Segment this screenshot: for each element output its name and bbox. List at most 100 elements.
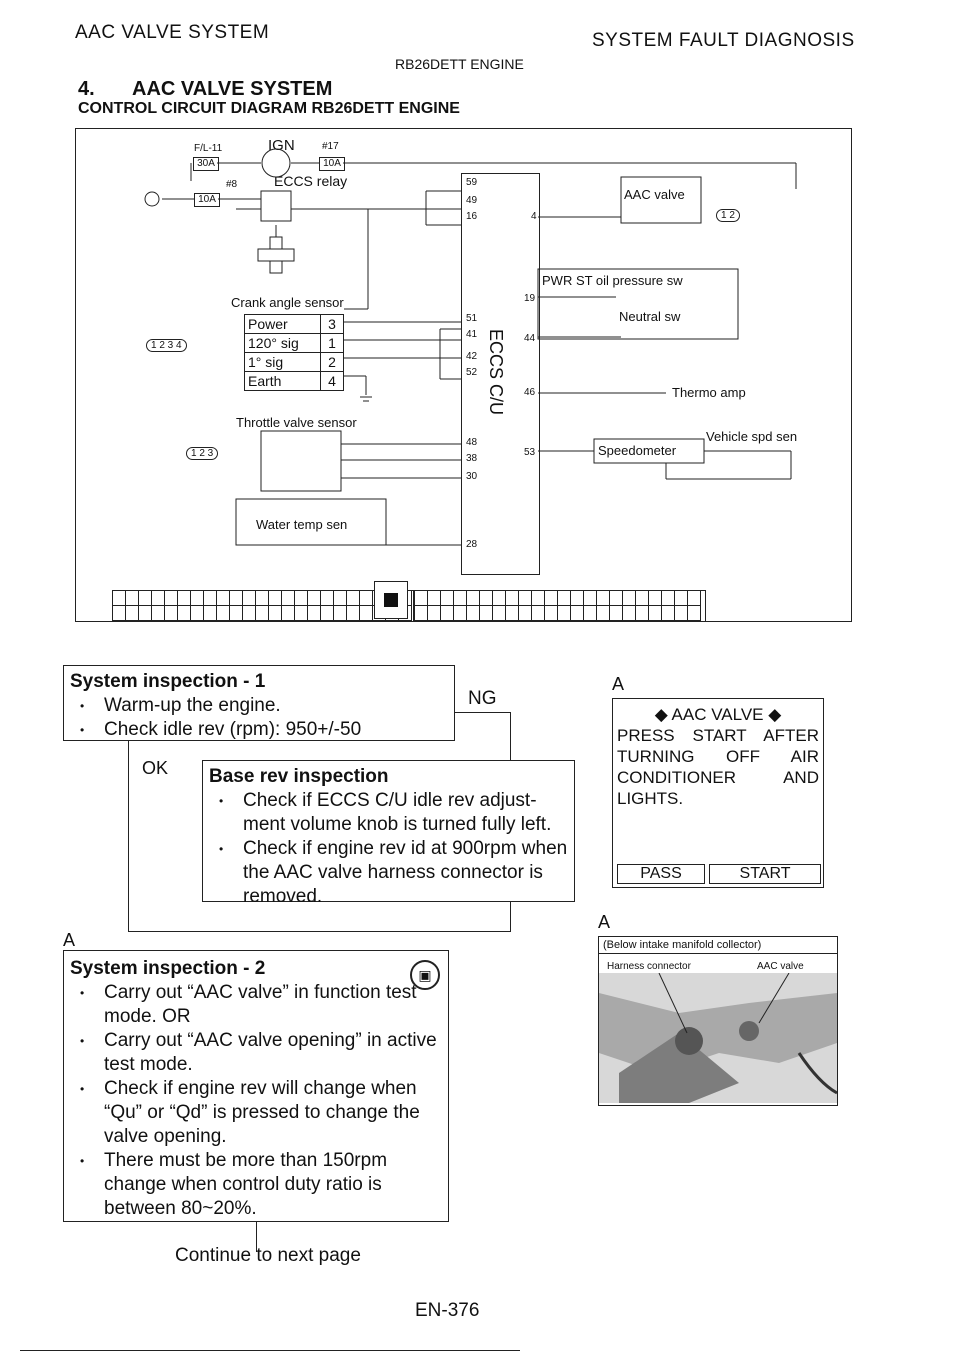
footer-rule — [20, 1350, 520, 1351]
engine-photo: (Below intake manifold collector) Harnes… — [598, 936, 838, 1106]
connector-pin-cell — [256, 591, 269, 606]
pass-button[interactable]: PASS — [617, 864, 705, 884]
pin-4: 4 — [531, 211, 537, 222]
base-rev-item: Check if ECCS C/U idle rev adjust-ment v… — [209, 789, 568, 837]
connector-pin-cell — [139, 591, 152, 606]
connector-pin-cell — [597, 606, 610, 621]
crank-row-label: 120° sig — [245, 334, 321, 352]
thermo-amp-label: Thermo amp — [672, 385, 746, 400]
connector-pin-cell — [321, 606, 334, 621]
ok-line — [128, 741, 129, 931]
crank-row-label: Earth — [245, 372, 321, 390]
aac-valve-photo-label: AAC valve — [757, 961, 804, 972]
crank-row-pin: 4 — [328, 373, 336, 389]
connector-pin-cell — [415, 591, 428, 606]
connector-pin-cell — [532, 606, 545, 621]
connector-pin-cell — [506, 606, 519, 621]
inspection2-title: System inspection - 2 — [70, 958, 266, 979]
connector-pin-cell — [282, 606, 295, 621]
header-engine: RB26DETT ENGINE — [395, 56, 524, 72]
connector-pin-cell — [399, 606, 412, 621]
connector-pin-cell — [415, 606, 428, 621]
connector-pin-cell — [321, 591, 334, 606]
engine-photo-drawing — [599, 973, 837, 1103]
connector-pin-cell — [191, 606, 204, 621]
crank-row-pin: 2 — [328, 354, 336, 370]
page-number: EN-376 — [415, 1300, 480, 1321]
connector-pin-cell — [113, 606, 126, 621]
fl-label: F/L-11 — [194, 143, 223, 154]
pin-28: 28 — [466, 539, 478, 550]
crank-row-pin: 3 — [328, 316, 336, 332]
connector-pin-cell — [493, 591, 506, 606]
connector-pin-cell — [584, 591, 597, 606]
start-button[interactable]: START — [709, 864, 821, 884]
connector-pin-cell — [204, 591, 217, 606]
header-left: AAC VALVE SYSTEM — [75, 22, 270, 43]
connector-pin-cell — [493, 606, 506, 621]
inspection2-item: There must be more than 150rpm change wh… — [70, 1149, 442, 1221]
connector-pin-cell — [295, 606, 308, 621]
pin-48: 48 — [466, 437, 478, 448]
pin-42: 42 — [466, 351, 478, 362]
merge-line — [128, 931, 511, 932]
connector-pin-cell — [347, 591, 360, 606]
pwr-st-label: PWR ST oil pressure sw — [542, 273, 683, 288]
connector-pin-cell — [308, 591, 321, 606]
connector-pin-cell — [480, 591, 493, 606]
connector-pin-cell — [428, 606, 441, 621]
screen-text: PRESS START AFTER TURNING OFF AIR CONDIT… — [617, 726, 819, 808]
connector-pin-cell — [441, 606, 454, 621]
connector-pin-cell — [688, 606, 701, 621]
pin-41: 41 — [466, 329, 478, 340]
connector-pin-cell — [139, 606, 152, 621]
connector-pin-cell — [217, 606, 230, 621]
section-title: AAC VALVE SYSTEM — [132, 78, 333, 100]
connector-pin-cell — [178, 606, 191, 621]
label-a-photo: A — [598, 912, 611, 932]
pin-51: 51 — [466, 313, 478, 324]
crank-row: Earth 4 — [245, 372, 343, 390]
connector-pin-cell — [597, 591, 610, 606]
eccs-relay-label: ECCS relay — [274, 173, 348, 189]
connector-pin-cell — [295, 591, 308, 606]
pin-59: 59 — [466, 177, 478, 188]
continue-line — [256, 1222, 257, 1252]
pin-46: 46 — [524, 387, 536, 398]
connector-pin-cell — [649, 606, 662, 621]
connector-pin-cell — [662, 606, 675, 621]
connector-pin-cell — [636, 591, 649, 606]
connector-pin-cell — [545, 606, 558, 621]
connector-pin-cell — [545, 591, 558, 606]
connector-pin-cell — [480, 606, 493, 621]
connector-pin-cell — [308, 606, 321, 621]
inspection2-item: Carry out “AAC valve” in function test m… — [70, 981, 442, 1029]
throttle-sensor-label: Throttle valve sensor — [236, 415, 357, 430]
inspection1-item: Check idle rev (rpm): 950+/-50 — [70, 718, 454, 742]
diagram-title: CONTROL CIRCUIT DIAGRAM RB26DETT ENGINE — [78, 100, 460, 117]
connector-pin-cell — [649, 591, 662, 606]
connector-pin-cell — [269, 606, 282, 621]
ign-label: IGN — [268, 137, 295, 154]
connector-pin-cell — [467, 606, 480, 621]
ecu-connector-key — [374, 581, 408, 619]
connector-pin-cell — [662, 591, 675, 606]
base-rev-title: Base rev inspection — [209, 766, 389, 787]
pin-49: 49 — [466, 195, 478, 206]
section-number: 4. — [78, 78, 95, 100]
label-a-screen: A — [612, 674, 625, 694]
connector-pin-cell — [584, 606, 597, 621]
connector-pin-cell — [204, 606, 217, 621]
connector-pin-cell — [623, 606, 636, 621]
inspection1-item: Warm-up the engine. — [70, 694, 454, 718]
fuse-10a-top: 10A — [319, 157, 345, 171]
system-inspection-1: System inspection - 1 Warm-up the engine… — [63, 665, 455, 742]
crank-row-label: 1° sig — [245, 353, 321, 371]
connector-pin-cell — [152, 606, 165, 621]
base-rev-item: Check if engine rev id at 900rpm when th… — [209, 837, 568, 909]
label-a-left: A — [63, 930, 76, 950]
connector-pin-cell — [428, 591, 441, 606]
connector-pin-cell — [191, 591, 204, 606]
wiring-lines — [144, 148, 797, 546]
